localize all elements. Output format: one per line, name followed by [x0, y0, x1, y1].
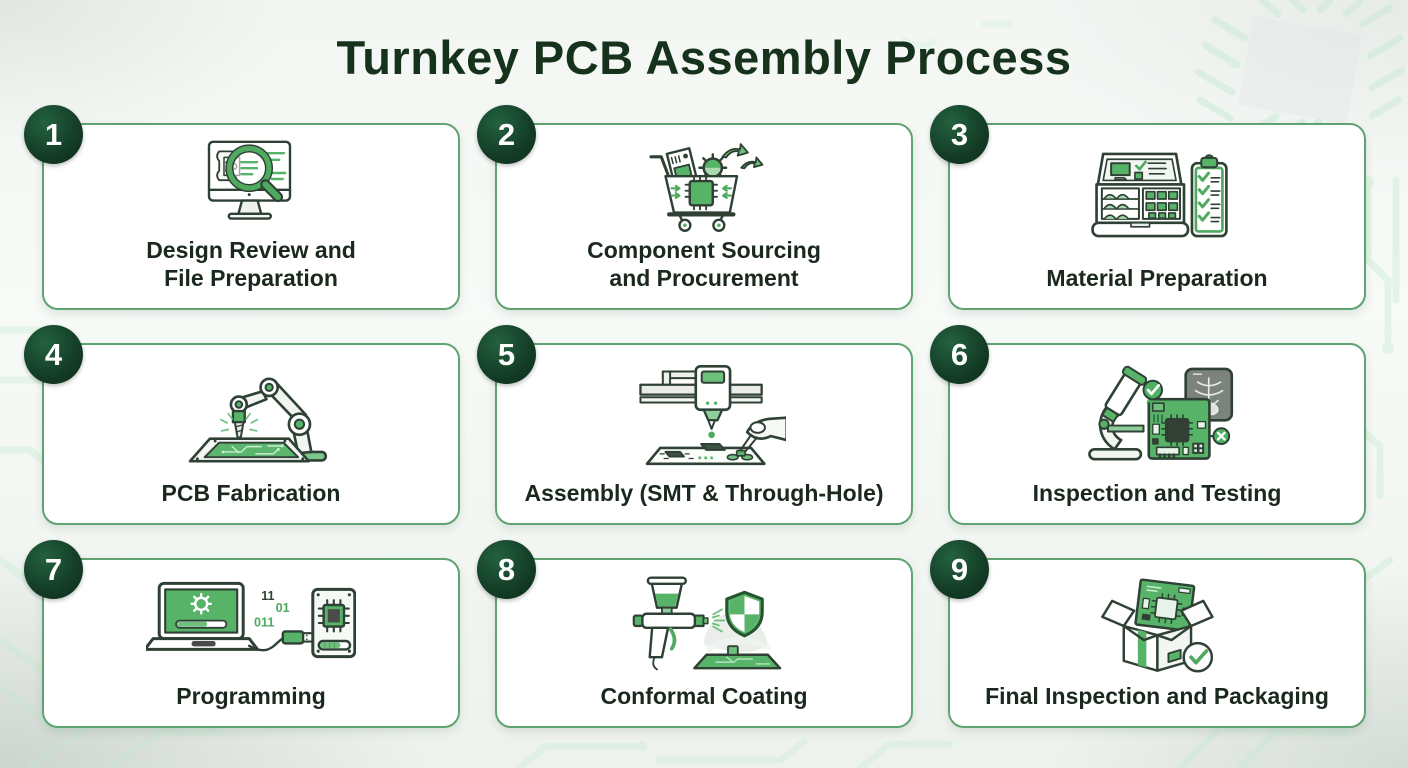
step-number-badge: 8 [477, 540, 536, 599]
svg-text:11: 11 [261, 589, 274, 603]
step-card-material-preparation: 3 [930, 105, 1366, 310]
icon-area [1075, 345, 1240, 479]
step-label: Inspection and Testing [1032, 479, 1282, 506]
step-card-conformal-coating: 8 [477, 540, 913, 728]
step-number-badge: 4 [24, 325, 83, 384]
monitor-magnifier-icon [207, 141, 292, 221]
icon-area: 11 01 011 [146, 560, 356, 682]
icon-area [624, 560, 783, 682]
step-number-badge: 7 [24, 540, 83, 599]
step-number-badge: 9 [930, 540, 989, 599]
cart-components-icon [649, 143, 764, 233]
icon-area [1078, 125, 1237, 264]
icon-area [634, 125, 773, 236]
step-label: Material Preparation [1046, 264, 1268, 291]
step-number-badge: 6 [930, 325, 989, 384]
step-label: Component Sourcing and Procurement [587, 236, 821, 291]
icon-area [182, 125, 320, 236]
icon-area [169, 345, 334, 479]
laptop-usb-chip-icon: 11 01 011 [146, 581, 356, 659]
step-label: Programming [176, 682, 326, 709]
parts-case-checklist-icon [1090, 153, 1228, 238]
step-number-badge: 3 [930, 105, 989, 164]
step-card-design-review: 1 [24, 105, 460, 310]
step-card-programming: 7 [24, 540, 460, 728]
step-card-final-packaging: 9 [930, 540, 1366, 728]
icon-area [1084, 560, 1231, 682]
step-label: PCB Fabrication [161, 479, 341, 506]
step-number-badge: 2 [477, 105, 536, 164]
step-card-inspection-testing: 6 [930, 325, 1366, 525]
step-label: Conformal Coating [600, 682, 808, 709]
icon-area [622, 345, 787, 479]
step-number-badge: 5 [477, 325, 536, 384]
page-title: Turnkey PCB Assembly Process [336, 31, 1072, 84]
step-label: Assembly (SMT & Through-Hole) [524, 479, 884, 506]
pick-and-place-icon [638, 364, 787, 466]
robot-arm-drill-icon [188, 377, 327, 463]
process-grid: 1 [24, 105, 1366, 728]
svg-text:01: 01 [276, 601, 290, 615]
step-label: Final Inspection and Packaging [985, 682, 1329, 709]
step-label: Design Review and File Preparation [146, 236, 356, 291]
step-number-badge: 1 [24, 105, 83, 164]
spray-gun-shield-icon [633, 576, 782, 671]
step-card-assembly: 5 [477, 325, 913, 525]
microscope-xray-icon [1087, 365, 1233, 461]
step-card-component-sourcing: 2 [477, 105, 913, 310]
step-card-pcb-fabrication: 4 [24, 325, 460, 525]
box-check-icon [1100, 578, 1214, 673]
svg-text:011: 011 [254, 616, 274, 630]
